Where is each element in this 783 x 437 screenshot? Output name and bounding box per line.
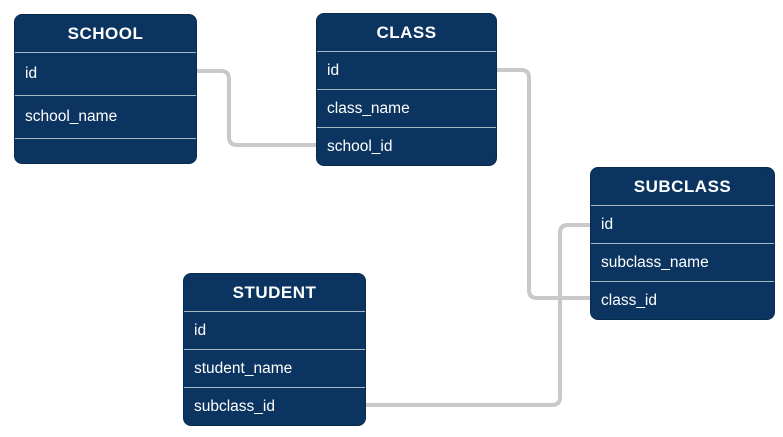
entity-student-column-subclass-id[interactable]: subclass_id: [184, 387, 365, 425]
entity-school-title: SCHOOL: [67, 23, 144, 43]
entity-student-column-id[interactable]: id: [184, 311, 365, 349]
entity-class[interactable]: CLASS id class_name school_id: [316, 13, 497, 166]
column-label: subclass_id: [194, 397, 275, 415]
entity-school-column-id[interactable]: id: [15, 52, 196, 95]
entity-class-title: CLASS: [376, 22, 437, 42]
column-label: id: [327, 61, 340, 79]
entity-subclass-title: SUBCLASS: [633, 176, 732, 196]
column-label: id: [25, 65, 38, 82]
entity-class-column-class-name[interactable]: class_name: [317, 89, 496, 127]
entity-class-column-id[interactable]: id: [317, 51, 496, 89]
column-label: student_name: [194, 359, 293, 377]
entity-student-title: STUDENT: [232, 282, 317, 302]
entity-school[interactable]: SCHOOL id school_name: [14, 14, 197, 164]
connector-class-id-to-subclass-class-id[interactable]: [496, 68, 591, 300]
column-label: class_id: [601, 291, 657, 309]
connector-student-subclass-id-to-subclass-id[interactable]: [365, 223, 591, 407]
entity-class-column-school-id[interactable]: school_id: [317, 127, 496, 165]
entity-school-empty-row: [15, 138, 196, 163]
entity-subclass-column-subclass-name[interactable]: subclass_name: [591, 243, 774, 281]
connector-school-id-to-class-school-id[interactable]: [197, 69, 317, 147]
column-label: class_name: [327, 99, 410, 117]
entity-subclass-column-id[interactable]: id: [591, 205, 774, 243]
column-label: id: [601, 215, 614, 233]
column-label: id: [194, 321, 207, 339]
column-label: school_name: [25, 108, 118, 125]
column-label: subclass_name: [601, 253, 709, 271]
entity-school-column-school-name[interactable]: school_name: [15, 95, 196, 138]
entity-subclass-column-class-id[interactable]: class_id: [591, 281, 774, 319]
entity-subclass[interactable]: SUBCLASS id subclass_name class_id: [590, 167, 775, 320]
entity-student-column-student-name[interactable]: student_name: [184, 349, 365, 387]
column-label: school_id: [327, 137, 393, 155]
entity-student[interactable]: STUDENT id student_name subclass_id: [183, 273, 366, 426]
